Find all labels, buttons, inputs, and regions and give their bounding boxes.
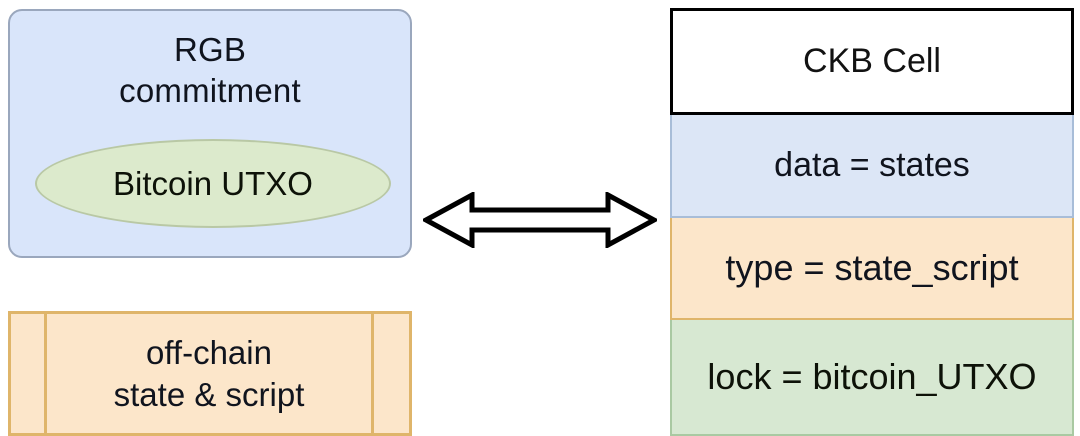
double-headed-arrow-icon — [423, 192, 657, 248]
rgb-commitment-title: RGB commitment — [119, 31, 301, 109]
ckb-cell-row-lock: lock = bitcoin_UTXO — [670, 320, 1074, 436]
off-chain-label: off-chain state & script — [113, 333, 305, 413]
ckb-cell-stack: CKB Cell data = states type = state_scri… — [670, 8, 1074, 436]
off-chain-segment-right — [371, 314, 409, 433]
bitcoin-utxo-label: Bitcoin UTXO — [113, 164, 313, 202]
ckb-cell-title: CKB Cell — [803, 42, 941, 80]
ckb-cell-row-header: CKB Cell — [670, 8, 1074, 115]
off-chain-segment-left — [11, 314, 47, 433]
rgb-commitment-box: RGB commitment Bitcoin UTXO — [8, 9, 412, 258]
ckb-cell-lock-label: lock = bitcoin_UTXO — [707, 356, 1037, 397]
ckb-cell-row-type: type = state_script — [670, 218, 1074, 320]
off-chain-state-script-box: off-chain state & script — [8, 311, 412, 436]
ckb-cell-data-label: data = states — [774, 146, 970, 184]
ckb-cell-type-label: type = state_script — [725, 247, 1019, 288]
off-chain-segment-middle: off-chain state & script — [47, 314, 371, 433]
bitcoin-utxo-ellipse: Bitcoin UTXO — [35, 139, 391, 228]
ckb-cell-row-data: data = states — [670, 115, 1074, 218]
